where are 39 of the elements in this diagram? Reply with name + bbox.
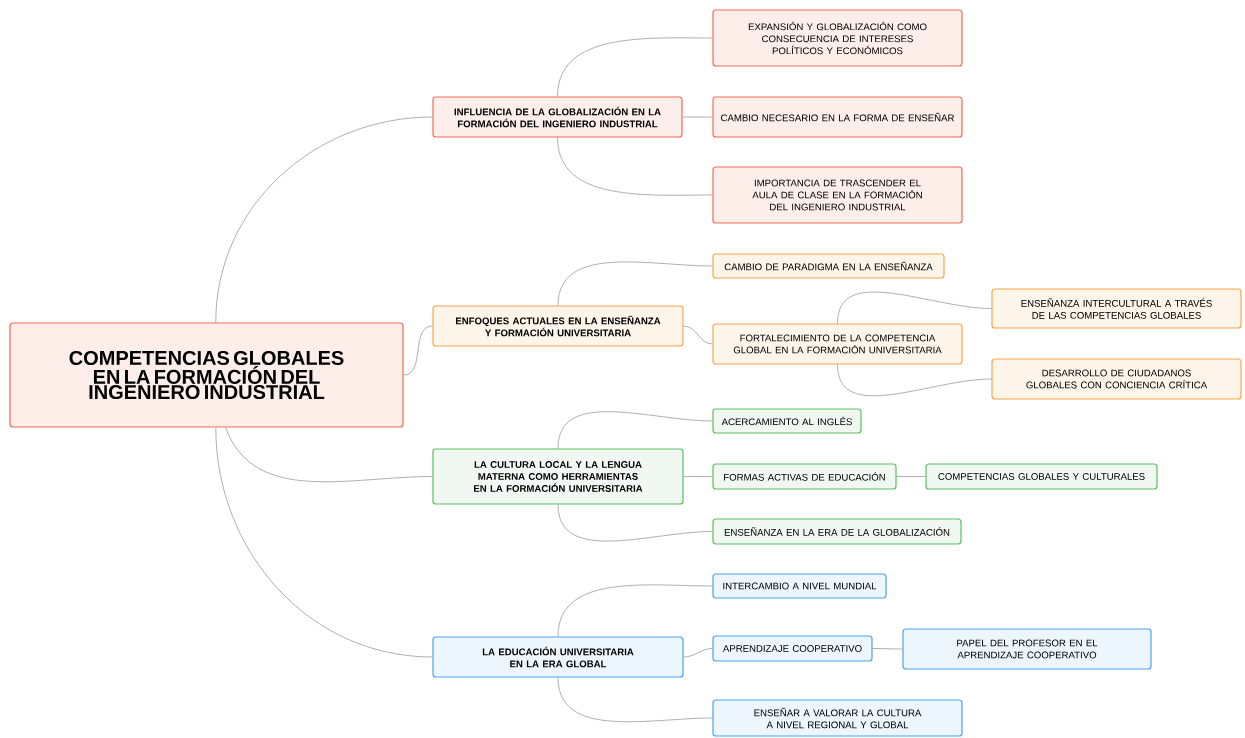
branch-box: LA EDUCACIÓN UNIVERSITARIA EN LA ERA GLOBAL — [432, 636, 684, 678]
subtopic-box: ACERCAMIENTO AL INGLÉS — [712, 408, 862, 434]
connector-line — [837, 364, 992, 397]
connector-line — [557, 411, 713, 449]
subtopic-box: ENSEÑANZA INTERCULTURAL A TRAVÉS DE LAS COMPETENCIAS GLOBALES — [991, 288, 1242, 329]
connector-line — [557, 504, 713, 542]
branch-box: ENFOQUES ACTUALES EN LA ENSEÑANZA Y FORMACIÓN UNIVERSITARIA — [432, 305, 684, 347]
subtopic-box: FORTALECIMIENTO DE LA COMPETENCIA GLOBAL EN LA FORMACIÓN UNIVERSITARIA — [712, 323, 963, 365]
connector-line — [557, 137, 713, 196]
subtopic-box: PAPEL DEL PROFESOR EN EL APRENDIZAJE COOPERATIVO — [902, 628, 1152, 670]
connector-line — [683, 476, 713, 477]
subtopic-box: DESARROLLO DE CIUDADANOS GLOBALES CON CONCIENCIA CRÍTICA — [991, 358, 1242, 400]
subtopic-box: ENSEÑAR A VALORAR LA CULTURA A NIVEL REGIONAL Y GLOBAL — [712, 699, 963, 737]
subtopic-box: IMPORTANCIA DE TRASCENDER EL AULA DE CLASE EN LA FORMACIÓN DEL INGENIERO INDUSTRIAL — [712, 166, 963, 224]
connector-line — [557, 584, 713, 637]
connector-line — [896, 476, 926, 477]
connector-line — [215, 116, 433, 323]
connector-line — [682, 116, 713, 118]
subtopic-box: FORMAS ACTIVAS DE EDUCACIÓN — [712, 463, 897, 490]
connector-line — [557, 37, 713, 97]
connector-line — [683, 648, 713, 658]
subtopic-box: CAMBIO NECESARIO EN LA FORMA DE ENSEÑAR — [712, 96, 963, 138]
connector-line — [683, 325, 713, 345]
subtopic-box: COMPETENCIAS GLOBALES Y CULTURALES — [925, 463, 1158, 490]
connector-line — [872, 648, 903, 650]
subtopic-box: INTERCAMBIO A NIVEL MUNDIAL — [712, 573, 887, 599]
connector-line — [557, 261, 713, 306]
subtopic-box: ENSEÑANZA EN LA ERA DE LA GLOBALIZACIÓN — [712, 518, 962, 545]
subtopic-box: APRENDIZAJE COOPERATIVO — [712, 635, 873, 662]
central-topic-box: COMPETENCIAS GLOBALES EN LA FORMACIÓN DEL INGENIERO INDUSTRIAL — [9, 322, 404, 428]
connector-line — [403, 325, 433, 376]
branch-box: INFLUENCIA DE LA GLOBALIZACIÓN EN LA FORMACIÓN DEL INGENIERO INDUSTRIAL — [432, 96, 683, 138]
connector-line — [225, 427, 433, 483]
subtopic-box: EXPANSIÓN Y GLOBALIZACIÓN COMO CONSECUENCIA DE INTERESES POLÍTICOS Y ECONÓMICOS — [712, 9, 963, 67]
connector-line — [557, 677, 713, 723]
connector-line — [215, 427, 433, 658]
connector-line — [837, 291, 992, 324]
branch-box: LA CULTURA LOCAL Y LA LENGUA MATERNA COMO HERRAMIENTAS EN LA FORMACIÓN UNIVERSITARIA — [432, 448, 684, 505]
subtopic-box: CAMBIO DE PARADIGMA EN LA ENSEÑANZA — [712, 253, 945, 279]
